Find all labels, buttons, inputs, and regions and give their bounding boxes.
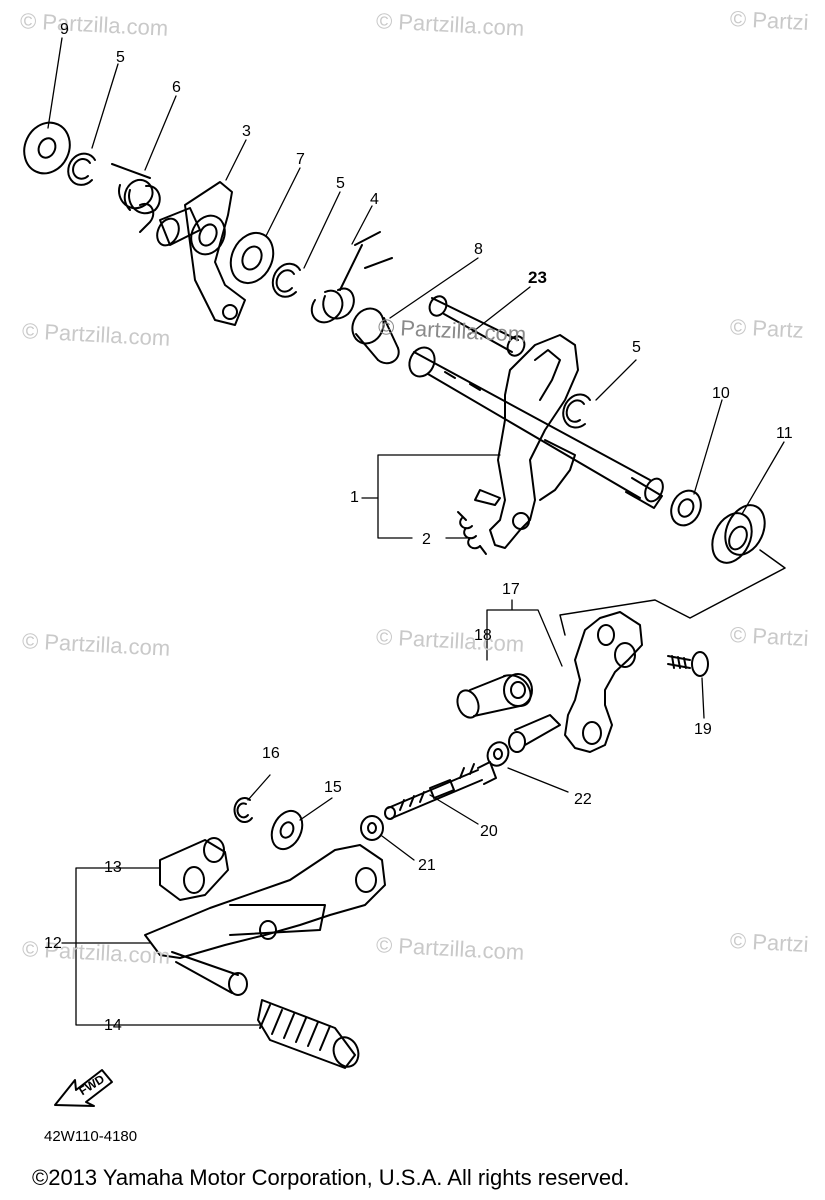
part-23-pin — [428, 295, 526, 357]
callout-22: 22 — [574, 791, 592, 808]
callout-21: 21 — [418, 857, 436, 874]
part-6-torsion-spring — [111, 163, 161, 233]
callout-15: 15 — [324, 779, 342, 796]
callout-4: 4 — [370, 191, 379, 208]
part-18-joint — [456, 673, 533, 719]
part-20-rod — [384, 714, 561, 820]
watermark: © Partzi — [729, 5, 810, 36]
callout-16: 16 — [262, 745, 280, 762]
part-14-rubber — [257, 999, 360, 1069]
part-11-oil-seal — [711, 504, 766, 564]
callout-1: 1 — [350, 489, 359, 506]
part-9-washer — [23, 121, 71, 175]
callout-17: 17 — [502, 581, 520, 598]
callout-3: 3 — [242, 123, 251, 140]
callout-9: 9 — [60, 21, 69, 38]
callout-18: 18 — [474, 627, 492, 644]
connection-line — [559, 549, 786, 636]
diagram-code: 42W110-4180 — [44, 1128, 138, 1145]
callout-6: 6 — [172, 79, 181, 96]
callout-7: 7 — [296, 151, 305, 168]
callout-13: 13 — [104, 859, 122, 876]
part-5-circlip-c — [562, 393, 591, 429]
part-19-bolt — [667, 651, 709, 677]
callout-5: 5 — [336, 175, 345, 192]
part-4-spring — [310, 231, 393, 324]
callout-23: 23 — [528, 268, 547, 287]
part-1-shift-shaft — [408, 334, 664, 549]
copyright-notice: ©2013 Yamaha Motor Corporation, U.S.A. A… — [32, 1165, 630, 1190]
part-10-washer — [670, 489, 702, 527]
callout-20: 20 — [480, 823, 498, 840]
part-15-washer — [270, 809, 304, 851]
part-5-circlip-b — [271, 262, 301, 298]
part-7-washer — [229, 231, 275, 285]
callout-11: 11 — [776, 425, 793, 442]
part-12-shift-pedal — [144, 844, 386, 996]
part-17-shift-arm — [564, 611, 643, 753]
part-3-shift-arm — [156, 181, 246, 326]
watermark: © Partzi — [729, 621, 810, 652]
callout-12: 12 — [44, 935, 62, 952]
part-16-circlip — [233, 797, 253, 823]
callout-14: 14 — [104, 1017, 122, 1034]
callout-5: 5 — [116, 49, 125, 66]
callout-19: 19 — [694, 721, 712, 738]
part-13-joint — [159, 837, 229, 901]
part-5-circlip-a — [67, 152, 96, 186]
callout-10: 10 — [712, 385, 730, 402]
leader-lines — [47, 37, 785, 1026]
part-22-nut — [486, 741, 510, 767]
part-2-spring — [457, 511, 487, 555]
part-21-nut — [360, 815, 384, 841]
callout-2: 2 — [422, 531, 431, 548]
callout-5: 5 — [632, 339, 641, 356]
callout-8: 8 — [474, 241, 483, 258]
watermark: © Partzi — [729, 927, 810, 958]
fwd-arrow-icon — [54, 1069, 113, 1107]
part-8-collar — [351, 307, 400, 365]
watermark: © Partz — [729, 314, 805, 343]
